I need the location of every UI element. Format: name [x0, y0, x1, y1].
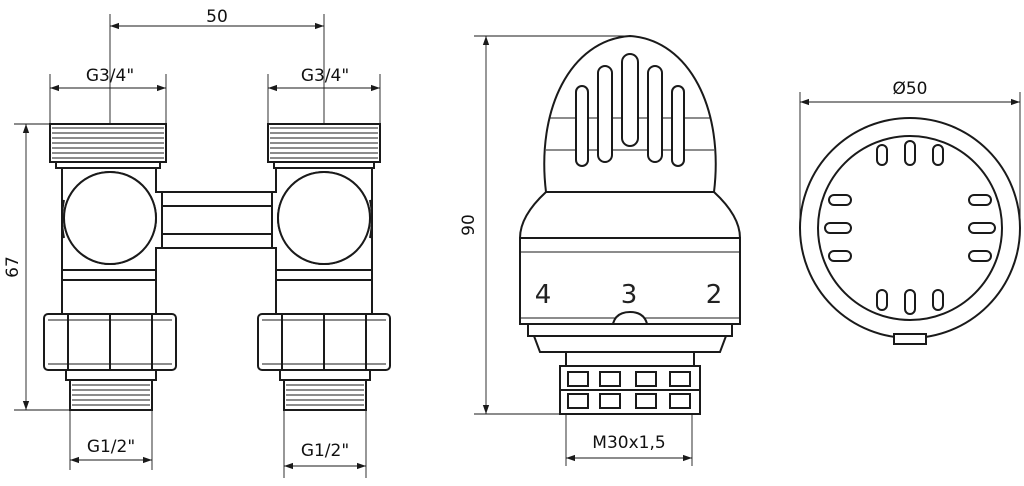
diameter-dimension: Ø50	[799, 79, 1021, 228]
head-body	[518, 191, 742, 239]
head-top-view	[799, 117, 1021, 345]
head-height-label: 90	[459, 214, 479, 236]
left-inlet-dimension: G1/2"	[69, 410, 153, 470]
scale-mark-4: 4	[535, 280, 552, 310]
scale-mark-3: 3	[621, 280, 638, 310]
right-inlet-label: G1/2"	[301, 441, 349, 461]
valve-body	[43, 123, 391, 411]
left-neck	[61, 279, 157, 315]
spacing-dimension: 50	[109, 7, 325, 124]
height-label: 67	[3, 256, 23, 278]
right-neck	[275, 279, 373, 315]
left-outlet-thread	[49, 123, 167, 169]
cap-ribs	[575, 53, 685, 167]
indicator-tab	[893, 333, 927, 345]
inner-ring	[817, 135, 1003, 321]
thread-label: M30x1,5	[592, 433, 665, 453]
right-outlet-thread	[267, 123, 381, 169]
right-union-nut	[257, 313, 391, 371]
thread-adapter	[559, 365, 701, 415]
head-height-dimension: 90	[459, 35, 630, 415]
spacing-label: 50	[206, 7, 228, 27]
valve-bridge	[63, 171, 371, 265]
left-inlet-label: G1/2"	[87, 437, 135, 457]
left-inlet-thread	[65, 369, 157, 411]
left-outlet-dimension: G3/4"	[49, 66, 167, 124]
right-inlet-thread	[279, 369, 371, 411]
left-outlet-label: G3/4"	[86, 66, 134, 86]
right-outlet-label: G3/4"	[301, 66, 349, 86]
right-inlet-dimension: G1/2"	[283, 410, 367, 478]
scale-mark-2: 2	[706, 280, 723, 310]
thread-dimension: M30x1,5	[565, 414, 693, 466]
top-view-slots	[824, 140, 996, 315]
right-outlet-dimension: G3/4"	[267, 66, 381, 124]
diameter-label: Ø50	[892, 79, 927, 99]
thermostatic-head: 4 3 2	[518, 34, 742, 415]
left-union-nut	[43, 313, 177, 371]
height-dimension: 67	[3, 123, 70, 411]
